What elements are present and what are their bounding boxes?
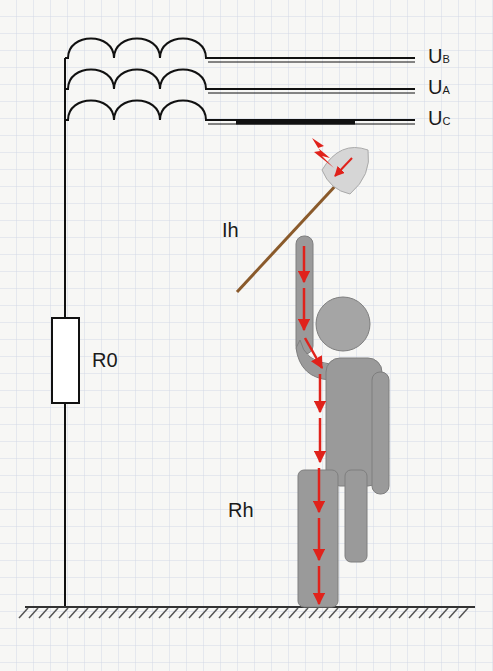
wires [65,39,415,608]
current-label: Ih [222,220,239,240]
phase-label: UA [428,77,450,97]
resistor-label: R0 [92,350,118,370]
tool-blade [322,148,369,195]
ground-symbol [19,607,475,618]
phase-label: UB [428,46,450,66]
phase-label: UC [428,108,450,128]
resistance-label: Rh [228,500,254,520]
tool-handle [237,183,338,292]
current-path [304,246,322,604]
resistor-symbol [52,318,79,403]
current-arrow [335,158,352,176]
spark-symbol [312,138,334,168]
person-figure [296,236,389,607]
